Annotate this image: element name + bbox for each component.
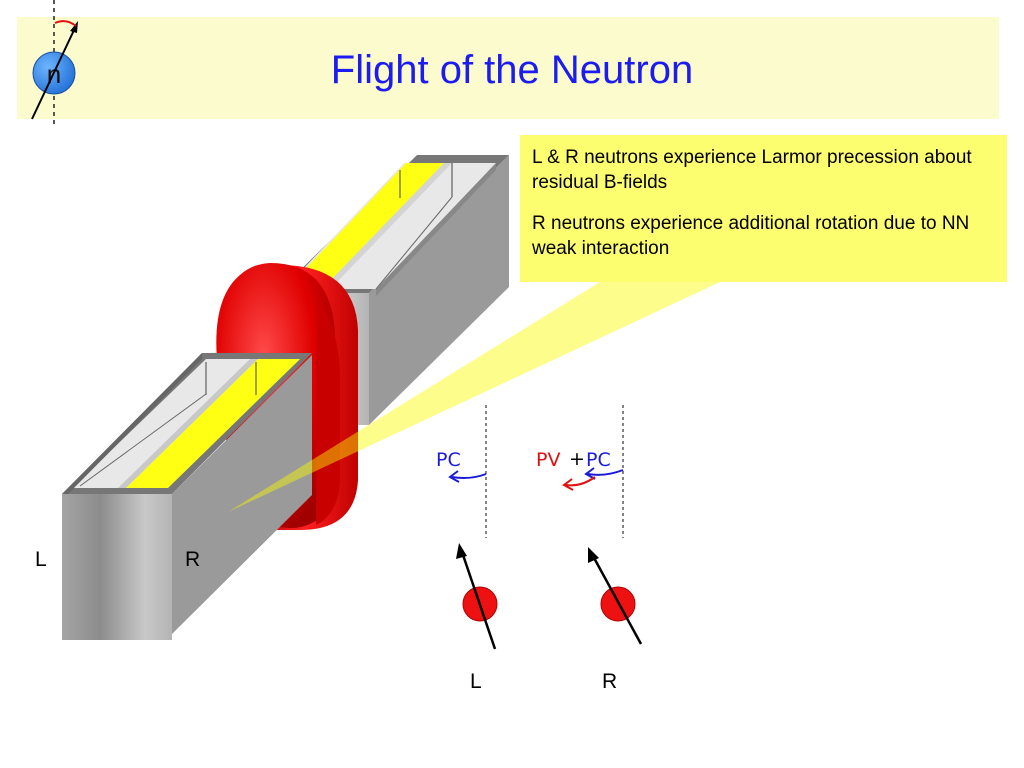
neutron-label-left: L [470, 670, 482, 693]
neutron-label-right: R [602, 670, 618, 693]
title-banner [17, 17, 999, 119]
front-channel [62, 353, 312, 640]
pc-annotation-right: PC [586, 449, 611, 471]
note-line-1: L & R neutrons experience Larmor precess… [532, 147, 972, 193]
note-line-2: R neutrons experience additional rotatio… [532, 213, 970, 259]
spin-diagram-left: PC [436, 405, 498, 650]
spin-arrow-left [460, 551, 497, 650]
page-title: Flight of the Neutron [330, 48, 694, 92]
callout-pointer [228, 282, 720, 512]
spin-diagram-right: PV + PC [536, 405, 643, 645]
channel-label-right: R [185, 548, 201, 571]
channel-label-left: L [35, 548, 47, 571]
pv-annotation: PV [536, 449, 560, 471]
plus-sign: + [569, 448, 585, 470]
explanation-note: L & R neutrons experience Larmor precess… [520, 135, 1007, 282]
spin-arrow-right [591, 555, 643, 645]
neutron-logo: n [31, 0, 78, 124]
pc-annotation-left: PC [436, 449, 461, 471]
